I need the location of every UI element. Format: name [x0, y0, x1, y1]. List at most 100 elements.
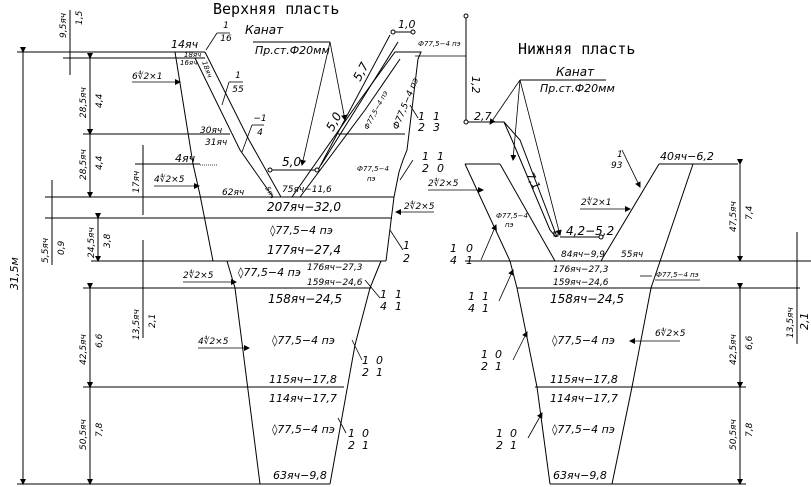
row-label: 115яч−17,8 [269, 373, 337, 386]
mesh-count-label: 5яч [263, 185, 276, 200]
seam-spec-label: 2∜2×5 [428, 177, 459, 189]
slope-num: 1 [403, 239, 410, 252]
slope-leader [527, 412, 543, 439]
net-spec-label: Ф77,5−4 пэ [392, 77, 422, 132]
upper-panel: Канат Пр.ст.Ф20мм 1 16 1 55 −1 4 1 2 1 3… [8, 10, 466, 485]
rope-end-dot [267, 167, 273, 173]
upper-body-right-edge [329, 260, 382, 485]
dim-text: 1,5 [75, 10, 85, 25]
slope-leader [221, 81, 230, 106]
mesh-count-label: 16яч [180, 59, 197, 67]
net-spec-label: Ф77,5−4 пэ [363, 89, 390, 130]
upper-right-wing-outline [291, 51, 422, 198]
row-label: 114яч−17,7 [269, 392, 337, 405]
slope-num: 1 [348, 427, 355, 440]
upper-panel-title: Верхняя пласть [213, 0, 339, 18]
slope-num: 1 [468, 290, 475, 303]
row-net-label: ◊77,5−4 пэ [552, 423, 615, 436]
row-net-label: ◊77,5−4 пэ [272, 423, 335, 436]
slope-num: 1 [496, 427, 503, 440]
slope-den: 16 [220, 34, 232, 44]
row-label: 63яч−9,8 [273, 469, 327, 482]
slope-leader [389, 229, 404, 251]
mesh-count-label: 18яч [184, 51, 201, 59]
slope-paren-den: 3 [433, 121, 440, 134]
dim-text: 17яч [132, 171, 142, 193]
dim-text: 3,8 [103, 233, 113, 248]
lower-rope-leader-1 [489, 79, 521, 125]
seam-spec-label: 6∜2×5 [655, 327, 686, 339]
length-label: 4,2−5,2 [566, 224, 614, 238]
slope-num: 1 [380, 288, 387, 301]
slope-den: 4 [468, 302, 475, 315]
rope-spec-lower: Пр.ст.Ф20мм [540, 82, 615, 95]
slope-den: 2 [403, 252, 410, 265]
length-label: 5,0 [282, 155, 301, 169]
mesh-count-label: 18яч [200, 60, 213, 79]
slope-den: 4 [450, 254, 457, 267]
slope-den: 2 [418, 121, 425, 134]
dim-text: 7,4 [745, 205, 755, 220]
mesh-count-label: 55яч [621, 250, 643, 260]
slope-paren-den: 1 [376, 366, 383, 379]
row-label: 115яч−17,8 [550, 373, 618, 386]
slope-paren-num: 1 [395, 288, 402, 301]
slope-paren-den: 1 [482, 302, 489, 315]
mesh-count-label: 14яч [171, 38, 199, 51]
rope-end-dot [463, 119, 469, 125]
slope-num: −1 [253, 114, 266, 124]
slope-paren-den: 1 [395, 300, 402, 313]
dim-text: 13,5яч [786, 307, 796, 338]
row-label: 207яч−32,0 [267, 200, 341, 214]
rope-spec-upper: Пр.ст.Ф20мм [255, 44, 330, 57]
dim-text: 42,5яч [729, 334, 739, 365]
slope-den: 2 [422, 162, 429, 175]
slope-paren-num: 0 [495, 348, 502, 361]
mesh-count-label: 4яч [175, 152, 196, 165]
slope-leader [498, 269, 514, 302]
upper-rope-right [317, 34, 391, 171]
slope-leader [241, 124, 253, 153]
slope-den: 2 [496, 439, 503, 452]
slope-leader [337, 417, 347, 434]
slope-paren-den: 1 [362, 439, 369, 452]
upper-wing-strip-b [204, 51, 282, 198]
net-spec-label: Ф77,5−4 [496, 212, 528, 220]
slope-den: 2 [362, 366, 369, 379]
slope-paren-den: 0 [437, 162, 444, 175]
slope-paren-den: 1 [495, 360, 502, 373]
net-spec-label: пэ [367, 175, 376, 183]
dim-text: 6,6 [745, 335, 755, 350]
dim-text-total: 31,5м [8, 257, 21, 290]
dim-text: 50,5яч [79, 419, 89, 450]
upper-wing-strip-a [194, 57, 274, 198]
net-spec-label: пэ [505, 221, 514, 229]
upper-right-wing-inner [299, 58, 401, 198]
dim-text: 4,4 [95, 155, 105, 170]
dim-text: 5,5яч [41, 238, 51, 263]
slope-paren-num: 0 [510, 427, 517, 440]
dim-text: 47,5яч [729, 201, 739, 232]
dim-text: 50,5яч [729, 419, 739, 450]
slope-paren-den: 1 [466, 254, 473, 267]
rope-label-upper: Канат [245, 23, 284, 37]
upper-rope-leader-1 [300, 41, 331, 166]
lower-right-edge [611, 163, 694, 485]
lower-rope-leader-2 [510, 79, 521, 161]
lower-rope-leader-3 [519, 79, 562, 236]
length-label: 2,7 [474, 110, 492, 123]
row-label: 176яч−27,3 [553, 265, 609, 275]
seam-spec-label: 4∜2×5 [198, 335, 229, 347]
dim-text: 7,8 [95, 422, 105, 437]
slope-num: 1 [362, 354, 369, 367]
slope-paren-num: 0 [362, 427, 369, 440]
lower-rope-strip-b [503, 121, 558, 238]
slope-paren-num: 1 [437, 150, 444, 163]
length-label: 5,0 [323, 110, 344, 134]
lower-panel: Канат Пр.ст.Ф20мм 1,2 2,7 7,1 4,2−5,2 1 … [428, 13, 811, 485]
slope-num: 1 [418, 110, 425, 123]
slope-paren-num: 1 [482, 290, 489, 303]
row-net-label: ◊77,5−4 пэ [552, 334, 615, 347]
rope-end-dot [463, 13, 469, 19]
slope-den: 2 [481, 360, 488, 373]
